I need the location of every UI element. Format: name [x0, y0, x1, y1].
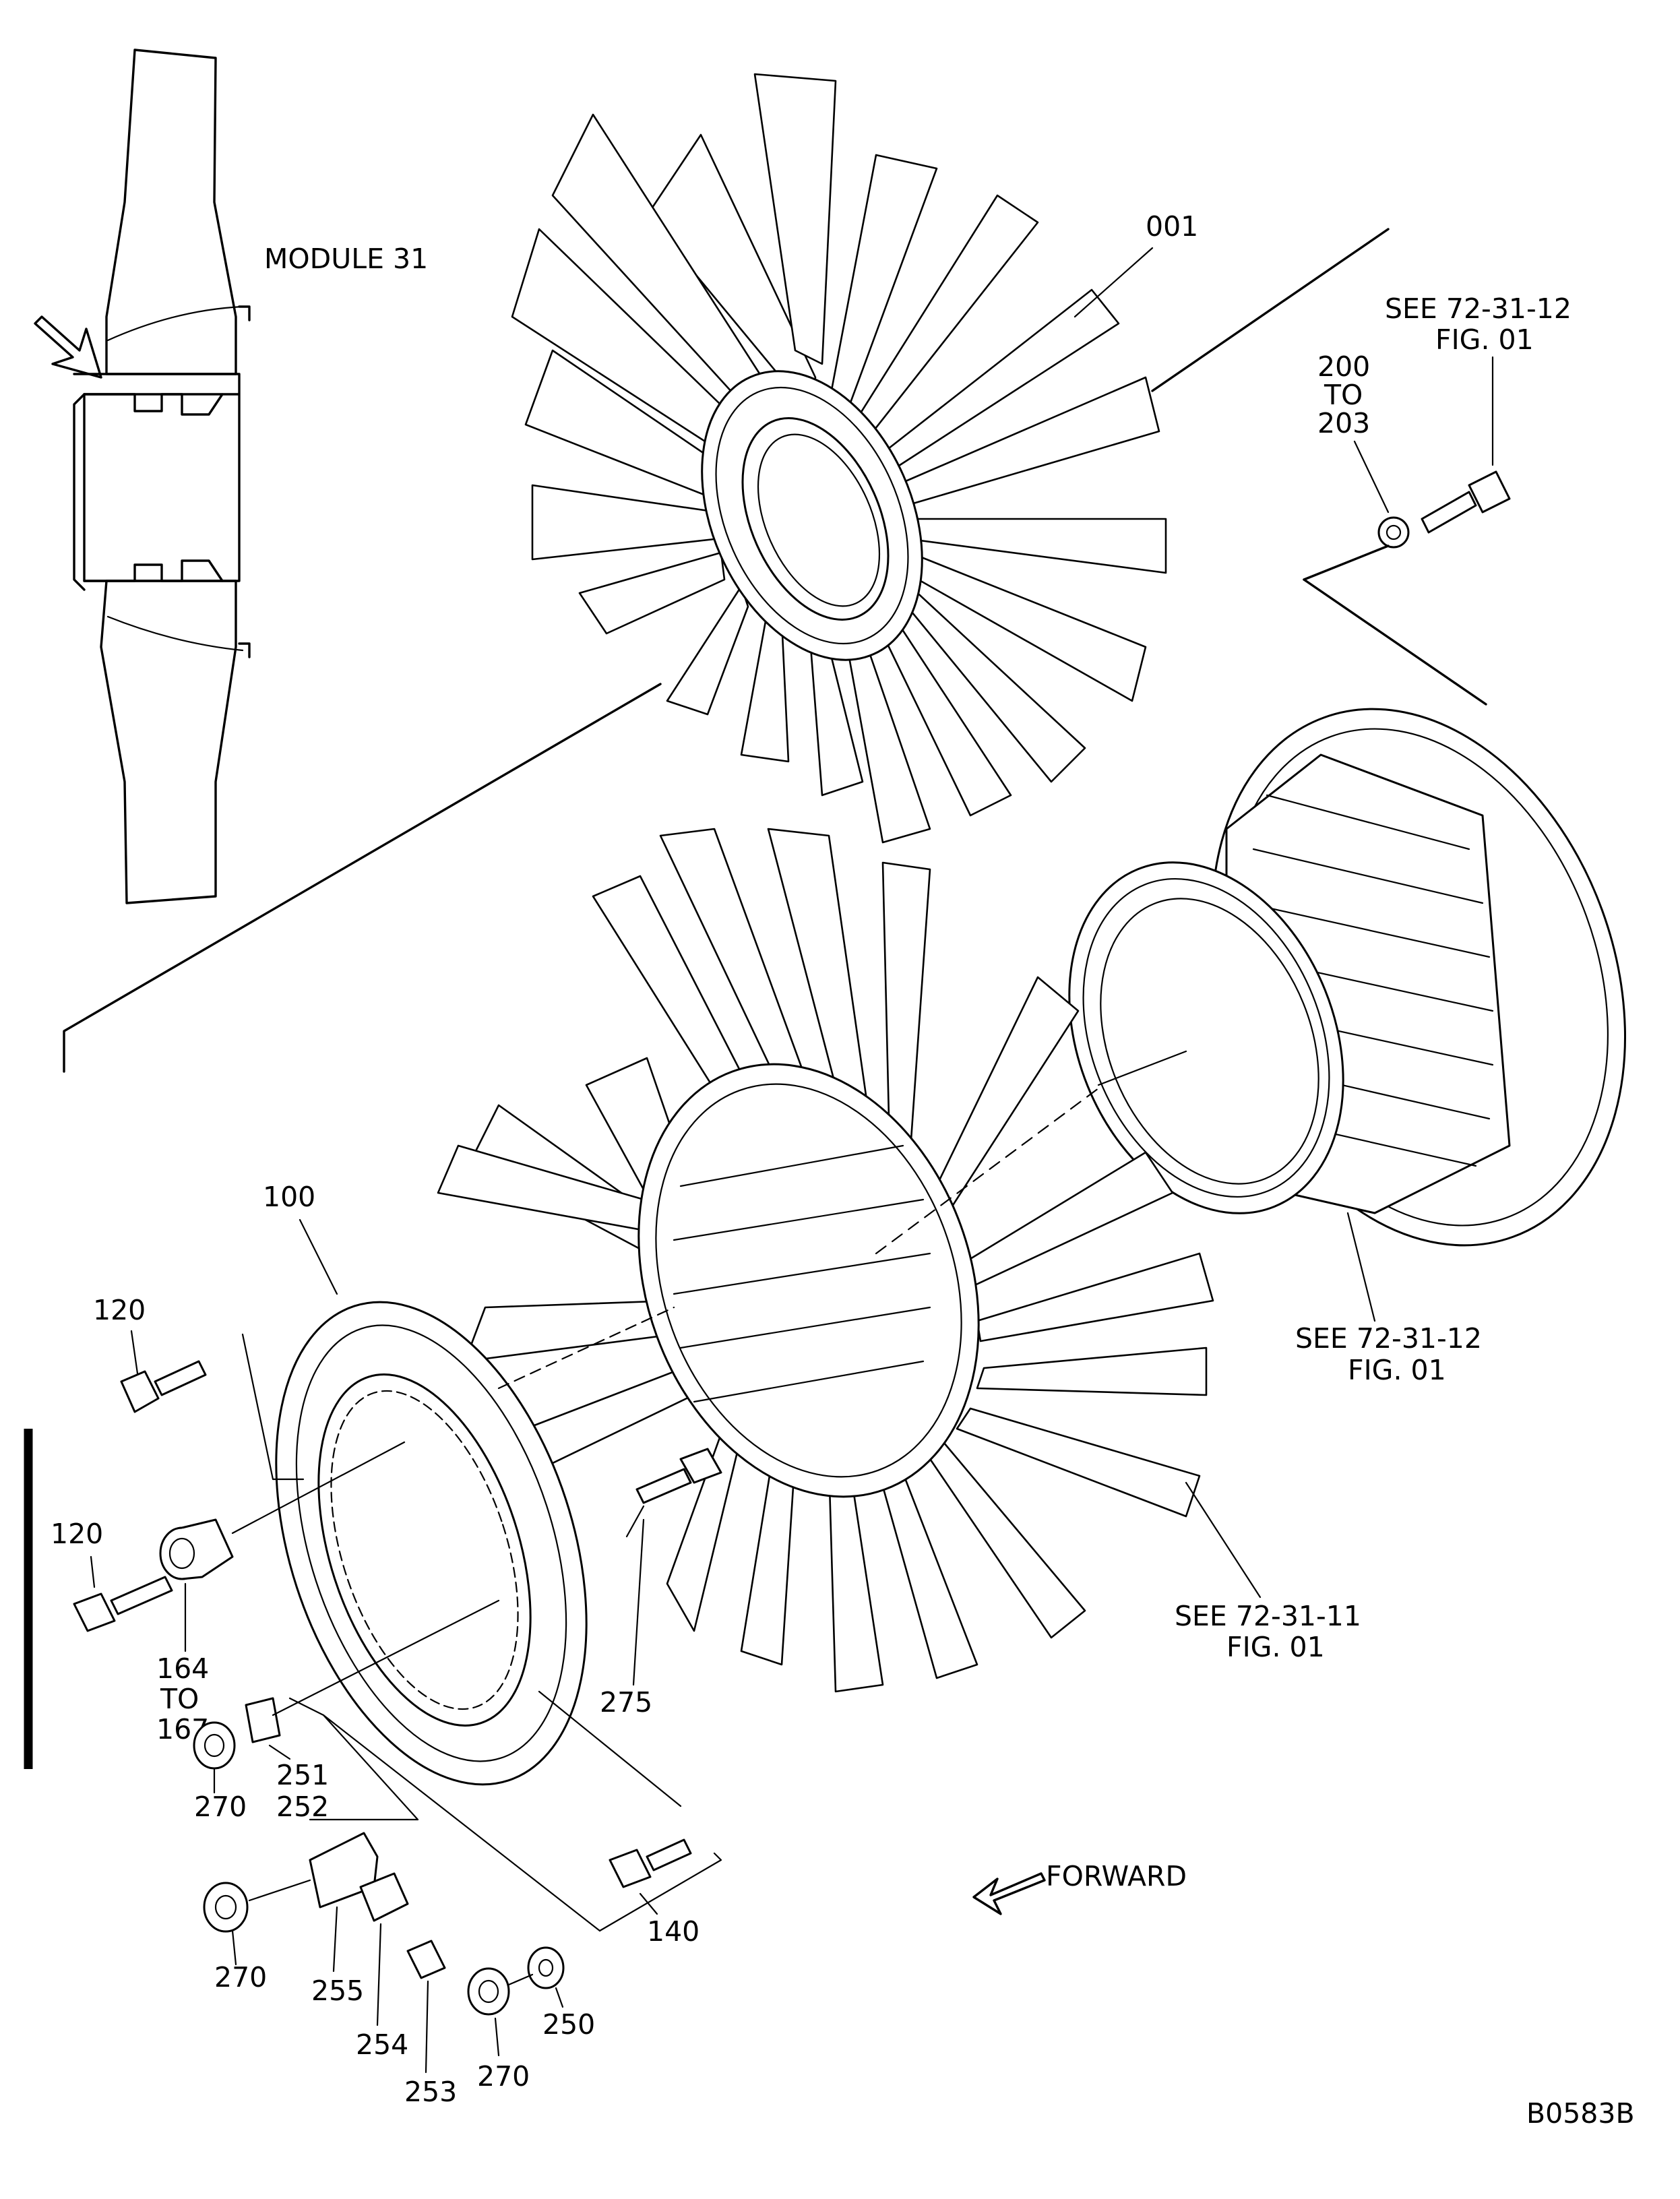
bolt-range-from: 200	[1317, 350, 1370, 383]
washer-250	[527, 1946, 565, 1989]
block-254-label: 254	[356, 2028, 408, 2061]
leader-001	[1074, 247, 1154, 318]
retainer-axis	[497, 1306, 675, 1390]
center-axis	[875, 1087, 1100, 1255]
nut-270-b-axis	[248, 1879, 311, 1902]
bolt-140-path	[598, 1852, 722, 1932]
arrow-left-down-icon	[972, 1872, 1046, 1915]
arrow-right-down-icon	[34, 315, 102, 379]
bolt-140-label: 140	[647, 1915, 699, 1948]
leader-275	[632, 1518, 645, 1686]
bolt-120-lower	[73, 1576, 173, 1632]
leader-blades	[1185, 1481, 1262, 1599]
spacer-axis	[231, 1441, 406, 1535]
leader-100	[299, 1218, 338, 1295]
module-31-label: MODULE 31	[264, 243, 428, 275]
clip-252-label: 252	[276, 1791, 329, 1823]
nut-270-a-label: 270	[194, 1791, 247, 1823]
axis-line-bolt	[1303, 545, 1390, 581]
retainer-ring	[275, 1301, 588, 1786]
forward-label: FORWARD	[1046, 1860, 1187, 1892]
spacer-bushing	[159, 1518, 234, 1580]
block-255-label: 255	[311, 1975, 364, 2007]
clip-251-label: 251	[276, 1759, 329, 1791]
axis-line-diagonal	[63, 683, 662, 1073]
ref-hub-top-fig: FIG. 01	[1435, 323, 1534, 356]
bolt-120-path	[241, 1333, 305, 1481]
leader-140	[639, 1892, 658, 1915]
ref-hub-side: SEE 72-31-12	[1295, 1322, 1482, 1355]
leader-254	[376, 1923, 382, 2026]
hub-axis	[1097, 1050, 1187, 1086]
bolt-range-to: 203	[1317, 407, 1370, 439]
fan-hub	[1068, 708, 1626, 1247]
drawing-number: B0583B	[1526, 2097, 1635, 2130]
block-253	[406, 1940, 446, 1979]
clip-axis	[272, 1599, 500, 1716]
fan-disk-top	[511, 73, 1167, 844]
nut-270-b	[203, 1882, 249, 1933]
clip-251	[245, 1697, 281, 1743]
spacer-to-word: TO	[160, 1683, 199, 1715]
leader-270-c	[494, 2017, 500, 2057]
nut-270-c-label: 270	[477, 2060, 530, 2093]
block-254	[359, 1872, 409, 1922]
bolt-275-axis	[625, 1505, 645, 1538]
leader-hub-side	[1346, 1212, 1376, 1322]
ref-hub-top: SEE 72-31-12	[1385, 292, 1572, 325]
bolt-range-to-word: TO	[1324, 379, 1363, 411]
fan-rotor-lower	[437, 828, 1214, 1693]
nut-270-a	[193, 1721, 236, 1770]
leader-253	[425, 1980, 429, 2074]
leader-120-upper	[130, 1330, 139, 1380]
washer-axis	[507, 1973, 534, 1986]
nut-270-c	[467, 1967, 510, 2016]
axis-line-bolt-2	[1303, 578, 1487, 706]
bolt-275	[635, 1448, 722, 1504]
bolt-140	[609, 1838, 692, 1888]
retainer-lower-line	[538, 1690, 682, 1807]
block-253-label: 253	[404, 2076, 457, 2108]
bolt-120-upper-label: 120	[93, 1294, 146, 1326]
leader-250	[555, 1987, 564, 2008]
module-31-inset: MODULE 31	[34, 49, 428, 904]
bolt-275-label: 275	[600, 1686, 652, 1718]
ref-blades: SEE 72-31-11	[1175, 1600, 1361, 1632]
washer-250-label: 250	[542, 2008, 595, 2041]
ref-hub-side-fig: FIG. 01	[1348, 1354, 1446, 1386]
retainer-label: 100	[263, 1181, 315, 1213]
leader-200-203	[1353, 440, 1390, 514]
block-path	[288, 1697, 419, 1821]
leader-251	[268, 1744, 291, 1760]
washer-path	[322, 1714, 601, 1932]
axis-line-top	[1151, 228, 1390, 392]
ref-blades-fig: FIG. 01	[1226, 1631, 1325, 1663]
leader-120-lower	[90, 1555, 96, 1588]
spacer-from: 164	[156, 1652, 209, 1685]
bolt-120-upper	[120, 1360, 207, 1413]
bolt-120-lower-label: 120	[51, 1518, 103, 1550]
bolt-200	[1377, 470, 1511, 549]
leader-255	[332, 1906, 338, 1973]
nut-270-b-label: 270	[214, 1961, 267, 1993]
leader-270-b	[231, 1929, 237, 1966]
fan-disk-label: 001	[1146, 210, 1198, 243]
